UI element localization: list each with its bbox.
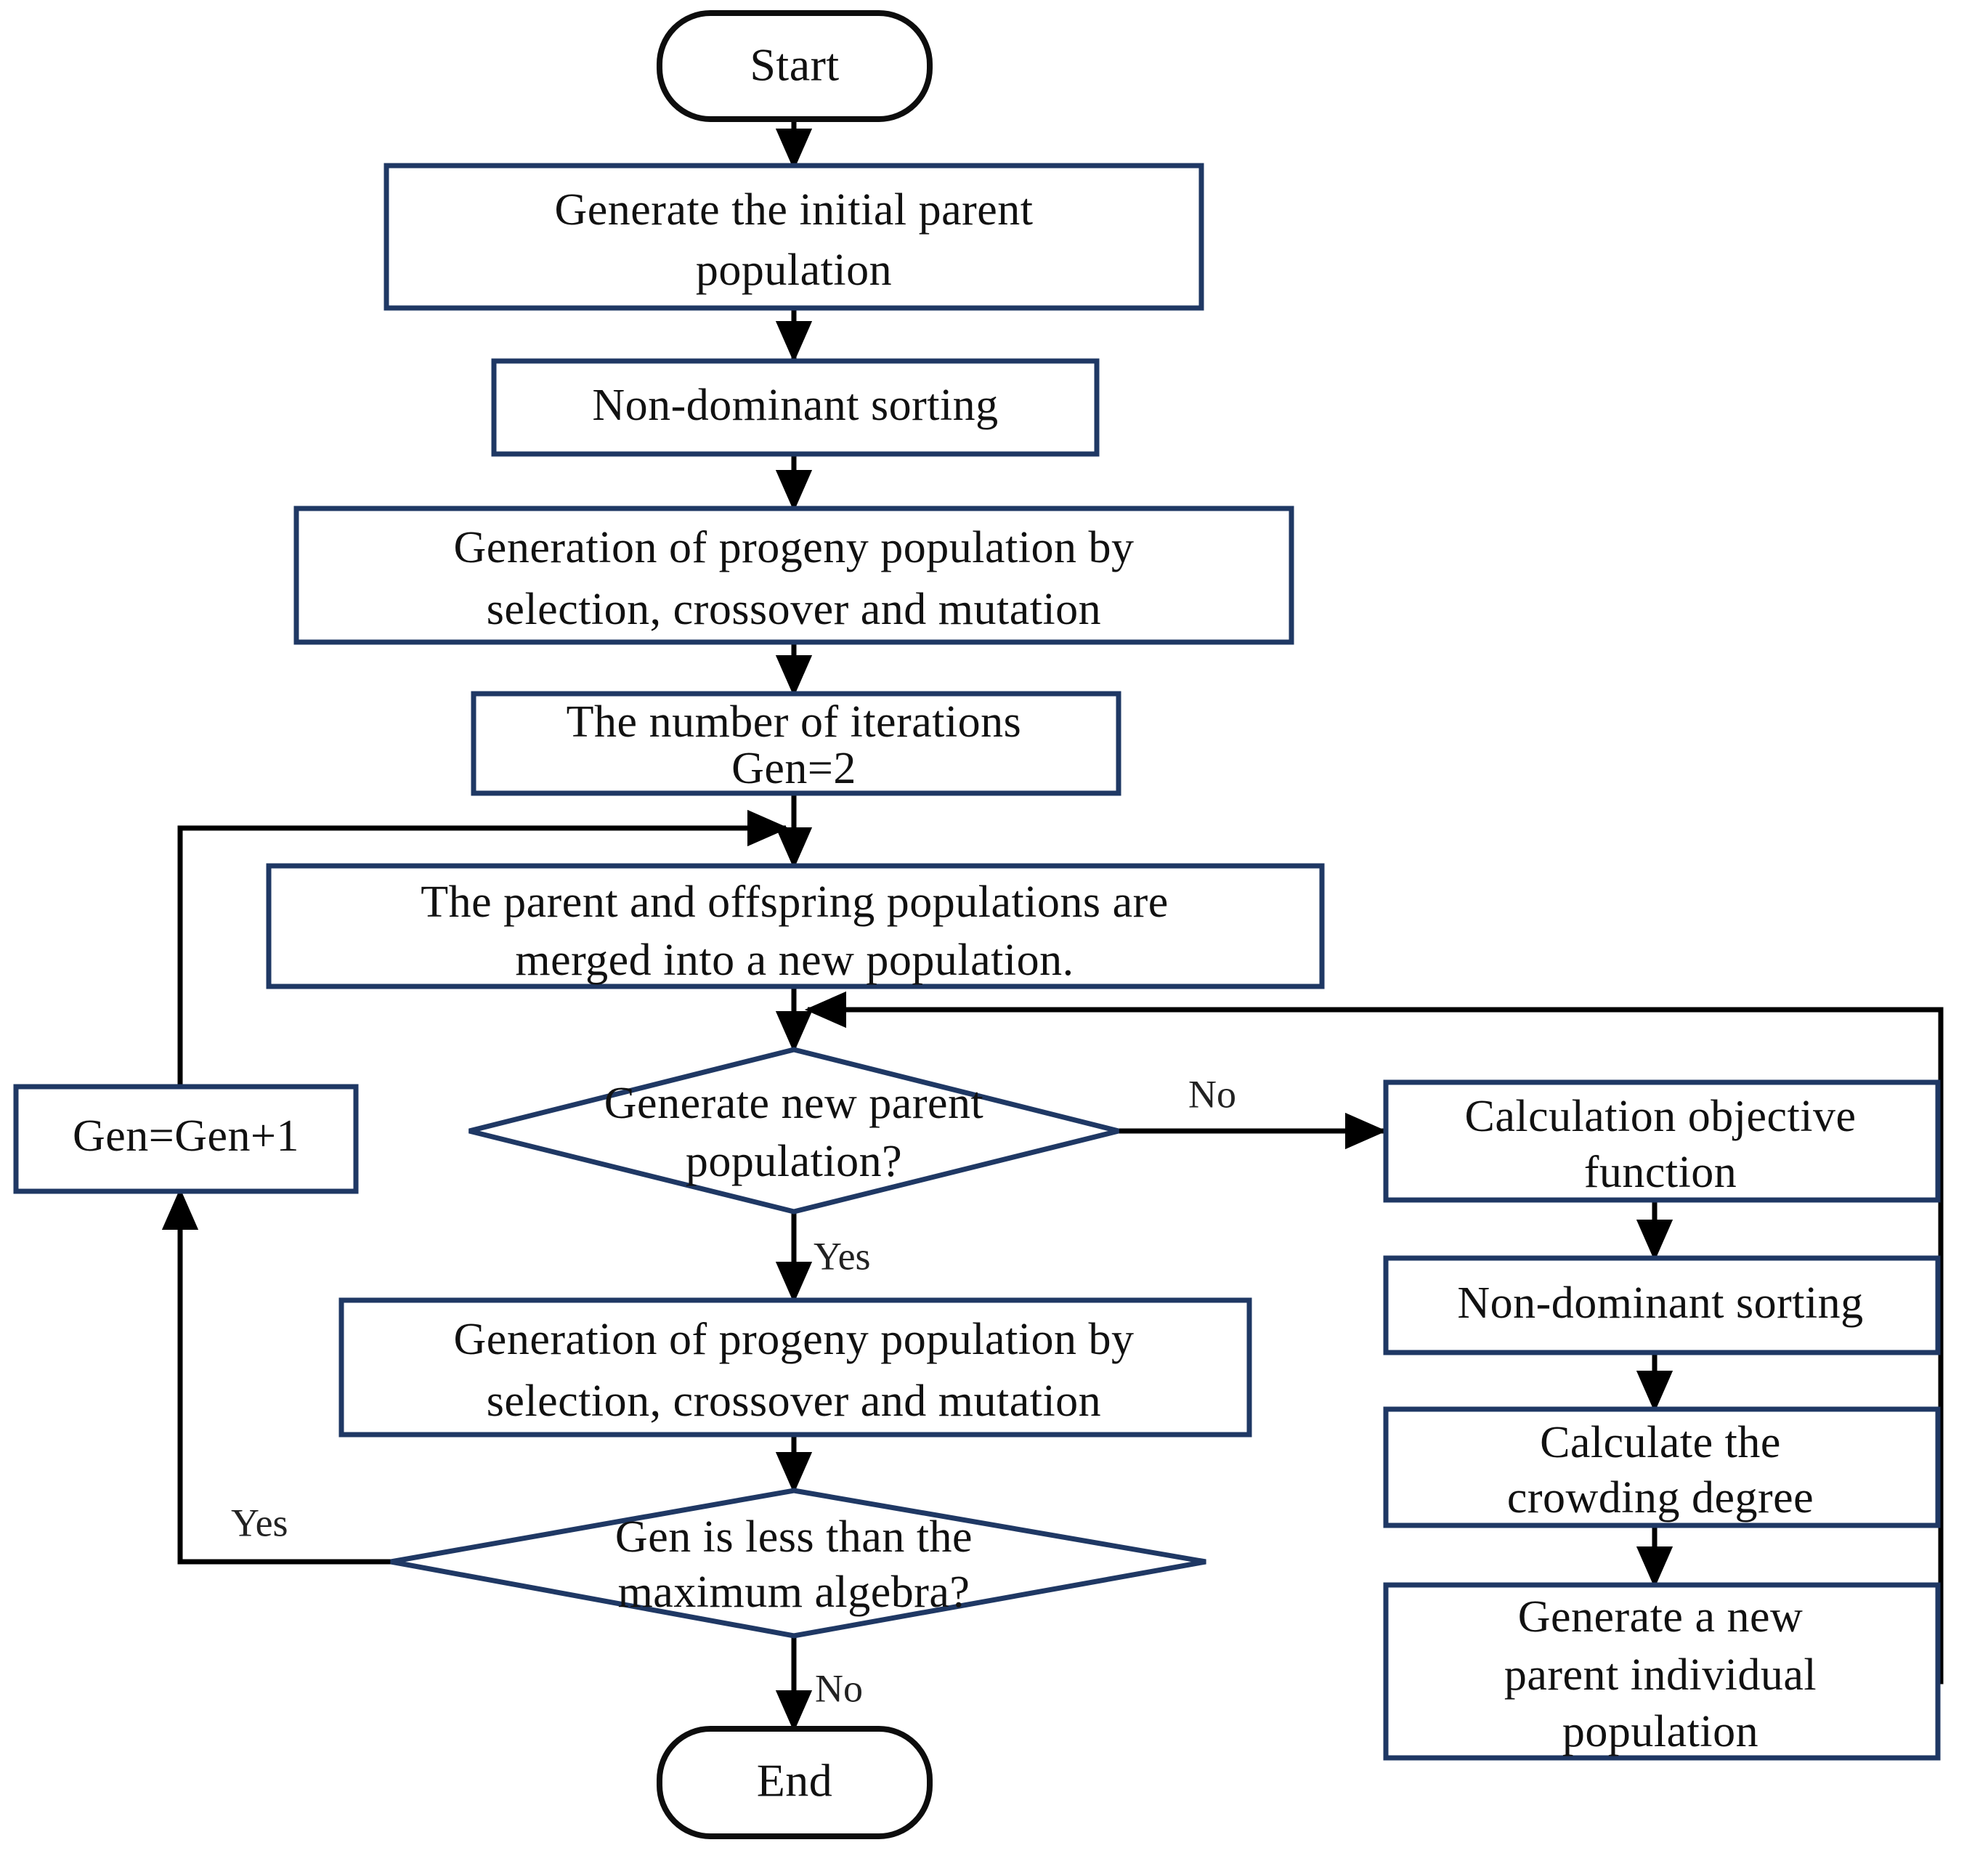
generate-new-parent-individual-population-shape [1383,1582,1941,1761]
generation-of-progeny-population-2-line1: Generation of progeny population by [454,1315,1135,1364]
calculation-objective-function-line1: Calculation objective [1464,1092,1856,1141]
node-calculate-crowding-degree[interactable]: Calculate the crowding degree [1383,1406,1941,1528]
node-decision-generate-new-parent-population[interactable]: Generate new parent population? [468,1047,1119,1215]
decision-gen-less-than-max-algebra-line2: maximum algebra? [618,1568,970,1617]
gen-increment-shape [13,1084,359,1194]
start-label: Start [750,39,839,91]
number-of-iterations-line2: Gen=2 [731,744,856,793]
decision-generate-new-parent-population-line1: Generate new parent [604,1079,983,1128]
end-shape [657,1726,933,1839]
decision-gen-less-than-max-algebra-line1: Gen is less than the [615,1512,973,1562]
number-of-iterations-line1: The number of iterations [567,697,1022,747]
calculate-crowding-degree-line1: Calculate the [1540,1418,1781,1467]
node-gen-increment[interactable]: Gen=Gen+1 [13,1084,359,1194]
number-of-iterations-shape [471,691,1121,796]
generation-of-progeny-population-2-shape [338,1297,1252,1438]
generation-of-progeny-population-1-shape [293,506,1294,645]
generate-new-parent-individual-population-line3: population [1562,1707,1758,1756]
non-dominant-sorting-2-shape [1383,1255,1941,1355]
decision-gen-less-than-max-algebra-shape [390,1488,1206,1639]
connector-gen-increment-loopback [177,809,790,1117]
calculate-crowding-degree-line2: crowding degree [1507,1473,1814,1523]
merge-populations-line1: The parent and offspring populations are [421,877,1169,927]
end-label: End [757,1755,833,1807]
non-dominant-sorting-2-label: Non-dominant sorting [1457,1278,1863,1328]
generate-new-parent-individual-population-line2: parent individual [1504,1650,1817,1700]
generation-of-progeny-population-1-line1: Generation of progeny population by [454,523,1135,572]
generate-initial-parent-population-shape [384,163,1204,311]
generation-of-progeny-population-2-line2: selection, crossover and mutation [487,1377,1101,1426]
connector-decision-maxalgebra-yes [161,1188,391,1565]
generate-new-parent-individual-population-line1: Generate a new [1518,1592,1804,1642]
edge-label-no-new-parent: No [1188,1072,1236,1116]
gen-increment-label: Gen=Gen+1 [73,1111,299,1161]
node-generate-new-parent-individual-population[interactable]: Generate a new parent individual populat… [1383,1582,1941,1761]
node-decision-gen-less-than-max-algebra[interactable]: Gen is less than the maximum algebra? [390,1488,1206,1639]
node-generation-of-progeny-population-2[interactable]: Generation of progeny population by sele… [338,1297,1252,1438]
calculation-objective-function-line2: function [1584,1148,1737,1197]
generate-initial-parent-population-line1: Generate the initial parent [554,185,1033,235]
node-start[interactable]: Start [657,10,933,122]
node-calculation-objective-function[interactable]: Calculation objective function [1383,1079,1941,1203]
non-dominant-sorting-1-label: Non-dominant sorting [592,381,998,430]
node-non-dominant-sorting-2[interactable]: Non-dominant sorting [1383,1255,1941,1355]
calculate-crowding-degree-shape [1383,1406,1941,1528]
generate-initial-parent-population-line2: population [696,246,892,295]
merge-populations-line2: merged into a new population. [515,936,1074,985]
edge-label-yes-new-parent: Yes [814,1234,871,1278]
start-shape [657,10,933,122]
edge-label-no-max-algebra: No [815,1666,863,1710]
non-dominant-sorting-1-shape [491,358,1100,457]
calculation-objective-function-shape [1383,1079,1941,1203]
node-generate-initial-parent-population[interactable]: Generate the initial parent population [384,163,1204,311]
edge-label-yes-max-algebra: Yes [231,1501,288,1544]
generation-of-progeny-population-1-line2: selection, crossover and mutation [487,585,1101,634]
node-non-dominant-sorting-1[interactable]: Non-dominant sorting [491,358,1100,457]
node-end[interactable]: End [657,1726,933,1839]
merge-parent-and-offspring-populations-shape [266,863,1325,989]
node-generation-of-progeny-population-1[interactable]: Generation of progeny population by sele… [293,506,1294,645]
node-merge-parent-and-offspring-populations[interactable]: The parent and offspring populations are… [266,863,1325,989]
decision-generate-new-parent-population-shape [468,1047,1119,1215]
decision-generate-new-parent-population-line2: population? [686,1137,902,1186]
node-number-of-iterations[interactable]: The number of iterations Gen=2 [471,691,1121,796]
